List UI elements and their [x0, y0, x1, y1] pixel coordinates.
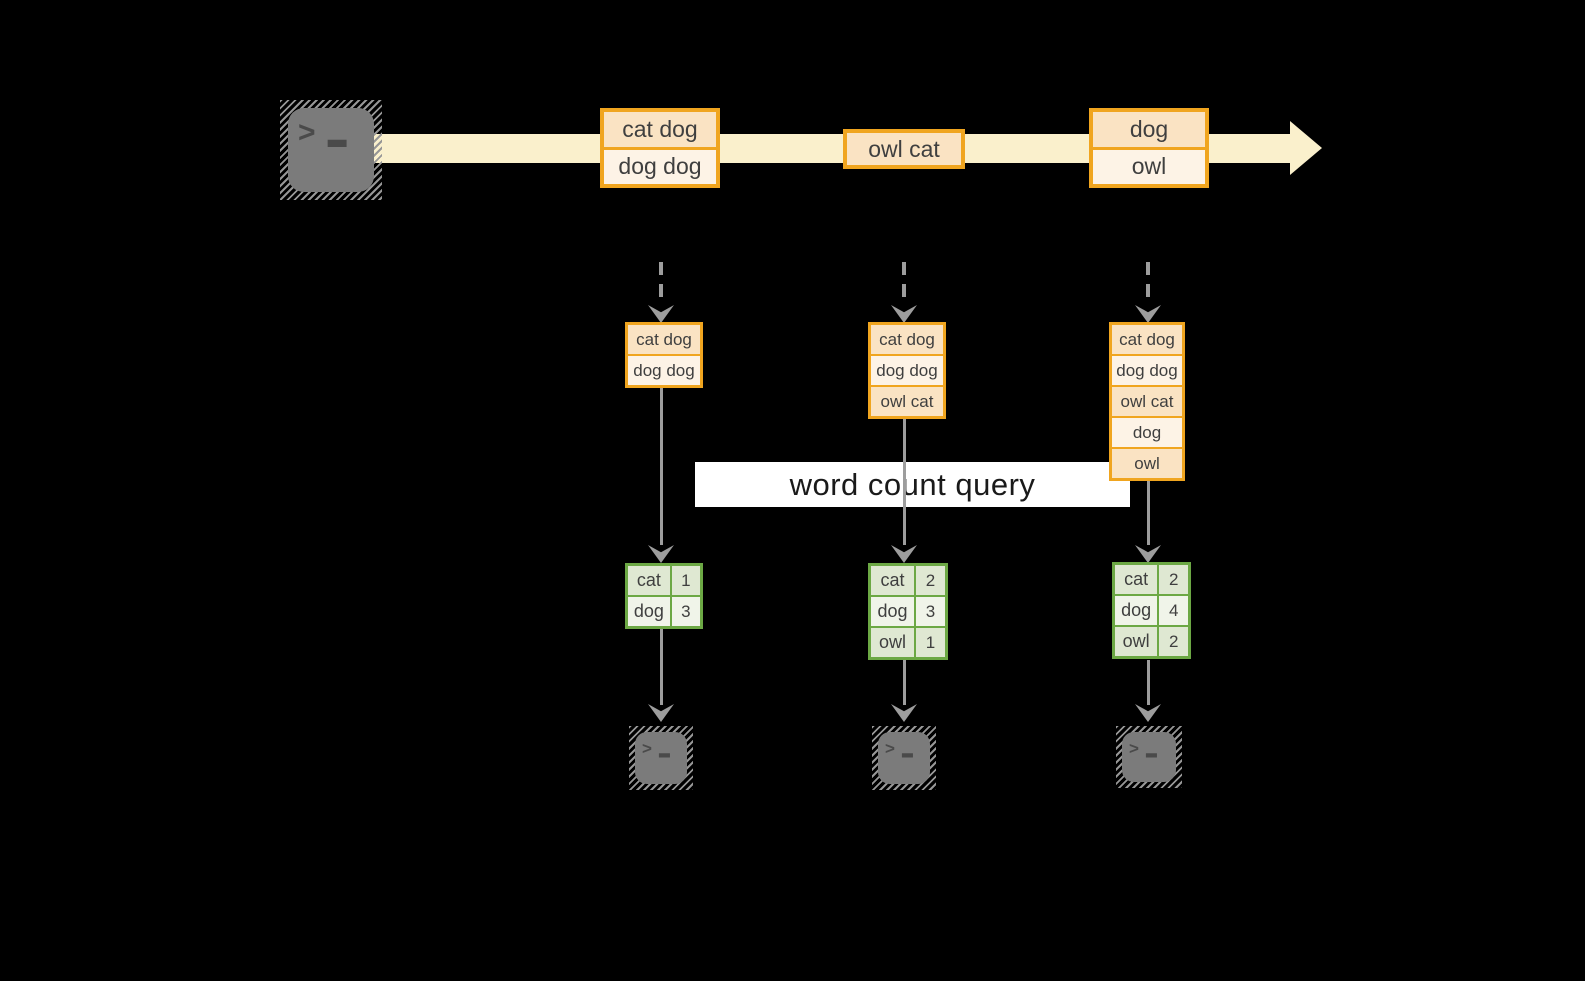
count-word: dog	[1115, 596, 1160, 625]
count-value: 2	[1168, 569, 1179, 589]
terminal-cursor-glyph: ▂	[902, 741, 913, 757]
stream-event-line: owl	[1093, 146, 1205, 184]
terminal-cursor-glyph: ▂	[659, 741, 670, 757]
terminal-cursor-glyph: ▂	[328, 120, 347, 147]
buffer-stack-1: cat dog dog dog	[625, 322, 703, 388]
stream-event-box-3: dog owl	[1089, 108, 1209, 188]
count-word: cat	[628, 566, 672, 595]
count-row: dog 3	[628, 595, 700, 626]
dashed-arrow-head-1	[648, 305, 674, 323]
dashed-arrow-line-2	[902, 262, 906, 306]
terminal-cursor-glyph: ▂	[1146, 741, 1157, 757]
count-table-1: cat 1 dog 3	[625, 563, 703, 629]
terminal-body: > ▂	[635, 732, 687, 784]
terminal-body: > ▂	[878, 732, 930, 784]
count-table-2: cat 2 dog 3 owl 1	[868, 563, 948, 660]
output-arrow-line-1	[660, 629, 663, 705]
query-arrow-head-1	[648, 545, 674, 563]
stream-event-line: dog	[1093, 112, 1205, 147]
count-word: cat	[1115, 565, 1160, 594]
dashed-arrow-head-3	[1135, 305, 1161, 323]
stream-arrow-head	[1290, 121, 1322, 175]
query-label-band: word count query	[695, 462, 1130, 507]
output-arrow-head-2	[891, 704, 917, 722]
stream-event-line: cat dog	[604, 112, 716, 147]
count-row: dog 4	[1115, 594, 1188, 625]
query-arrow-head-2	[891, 545, 917, 563]
count-word: owl	[1115, 627, 1160, 656]
buffer-record: owl cat	[1112, 385, 1182, 416]
query-arrow-head-3	[1135, 545, 1161, 563]
output-arrow-line-2	[903, 660, 906, 705]
count-row: cat 2	[1115, 565, 1188, 594]
buffer-record: owl	[1112, 447, 1182, 478]
buffer-record: dog dog	[1112, 354, 1182, 385]
count-row: dog 3	[871, 595, 945, 626]
count-value: 1	[681, 570, 691, 590]
dashed-arrow-line-1	[659, 262, 663, 306]
count-word: owl	[871, 628, 916, 657]
dashed-arrow-line-3	[1146, 262, 1150, 306]
buffer-record: cat dog	[871, 325, 943, 354]
count-row: owl 2	[1115, 625, 1188, 656]
buffer-record: owl cat	[871, 385, 943, 416]
buffer-stack-2: cat dog dog dog owl cat	[868, 322, 946, 419]
stream-event-line: owl cat	[847, 133, 961, 165]
count-word: dog	[871, 597, 916, 626]
terminal-prompt-glyph: >	[298, 116, 316, 149]
terminal-sink-icon-3: > ▂	[1116, 726, 1182, 788]
buffer-stack-3: cat dog dog dog owl cat dog owl	[1109, 322, 1185, 481]
output-arrow-head-1	[648, 704, 674, 722]
output-arrow-head-3	[1135, 704, 1161, 722]
terminal-sink-icon-1: > ▂	[629, 726, 693, 790]
terminal-sink-icon-2: > ▂	[872, 726, 936, 790]
dashed-arrow-head-2	[891, 305, 917, 323]
terminal-prompt-glyph: >	[885, 739, 895, 758]
terminal-body: > ▂	[288, 108, 374, 192]
buffer-record: cat dog	[1112, 325, 1182, 354]
count-value: 3	[925, 601, 936, 621]
buffer-record: dog dog	[628, 354, 700, 385]
count-word: cat	[871, 566, 916, 595]
stream-event-box-1: cat dog dog dog	[600, 108, 720, 188]
count-value: 3	[681, 601, 691, 621]
count-row: cat 1	[628, 566, 700, 595]
count-value: 4	[1168, 600, 1179, 620]
output-arrow-line-3	[1147, 660, 1150, 705]
count-word: dog	[628, 597, 672, 626]
query-arrow-line-2	[903, 419, 906, 545]
query-arrow-line-1	[660, 388, 663, 545]
terminal-source-icon: > ▂	[280, 100, 382, 200]
count-row: cat 2	[871, 566, 945, 595]
count-value: 2	[1168, 631, 1179, 651]
stream-event-line: dog dog	[604, 146, 716, 184]
query-arrow-line-3	[1147, 481, 1150, 545]
count-value: 1	[925, 632, 936, 652]
buffer-record: dog dog	[871, 354, 943, 385]
terminal-body: > ▂	[1122, 732, 1176, 782]
count-value: 2	[925, 570, 936, 590]
terminal-prompt-glyph: >	[642, 739, 652, 758]
buffer-record: cat dog	[628, 325, 700, 354]
count-row: owl 1	[871, 626, 945, 657]
count-table-3: cat 2 dog 4 owl 2	[1112, 562, 1191, 659]
stream-event-box-2: owl cat	[843, 129, 965, 169]
query-label: word count query	[789, 466, 1036, 502]
terminal-prompt-glyph: >	[1129, 739, 1139, 758]
buffer-record: dog	[1112, 416, 1182, 447]
